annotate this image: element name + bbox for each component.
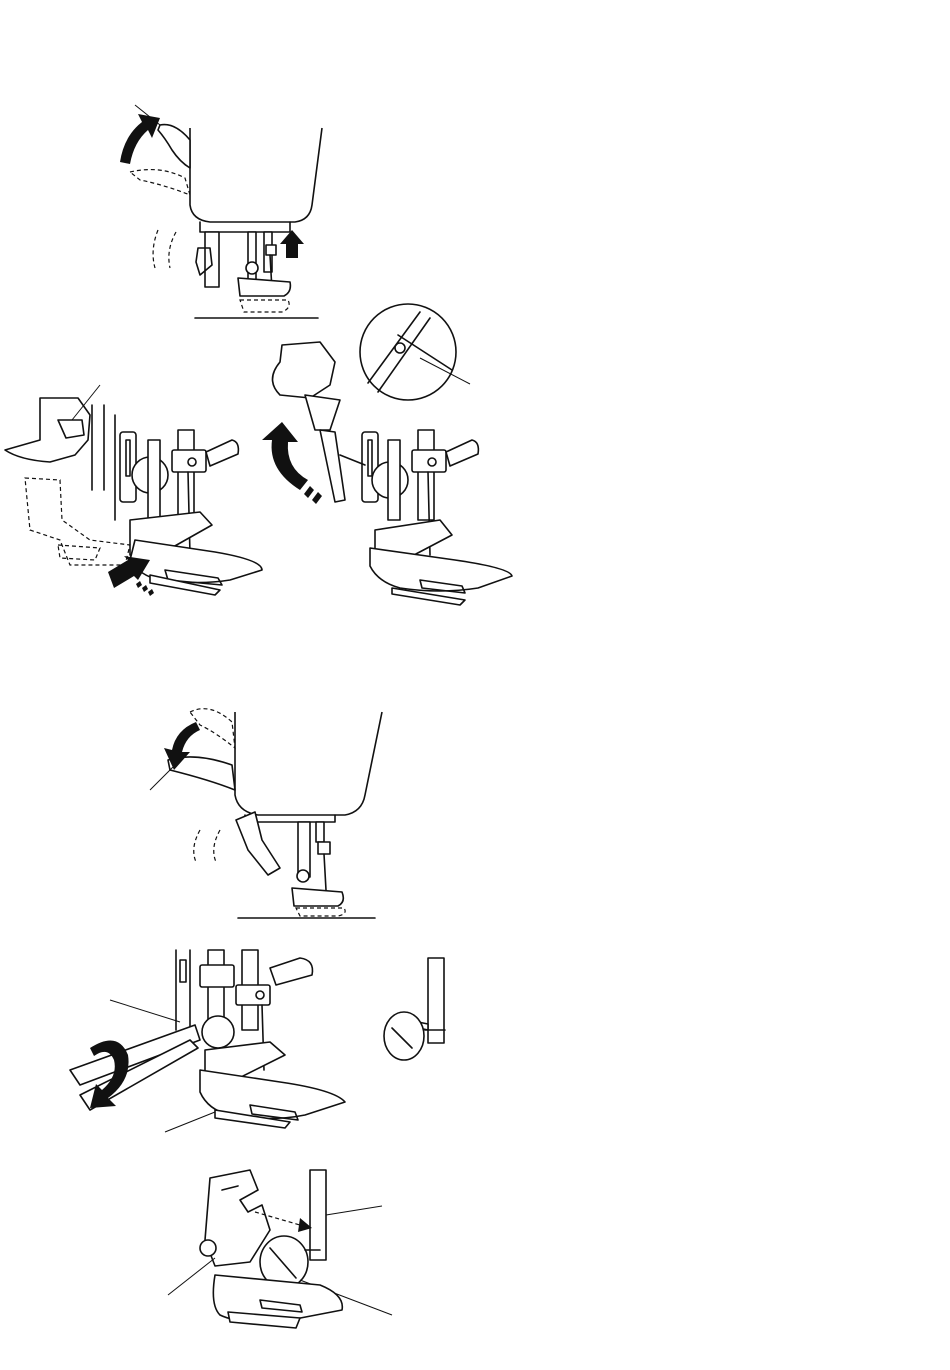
figure-remove-presser-foot — [5, 385, 262, 596]
figure-raise-presser-foot-lever — [120, 105, 322, 318]
figure-attach-foot-holder — [168, 1170, 392, 1328]
figure-snap-on-release-button — [262, 304, 512, 605]
figure-loosen-setscrew-screwdriver — [70, 950, 445, 1132]
curved-arrow-icon — [120, 114, 160, 164]
figure-lower-presser-foot-lever — [150, 709, 382, 918]
straight-arrow-icon — [280, 230, 304, 258]
curved-arrow-icon — [262, 422, 308, 490]
